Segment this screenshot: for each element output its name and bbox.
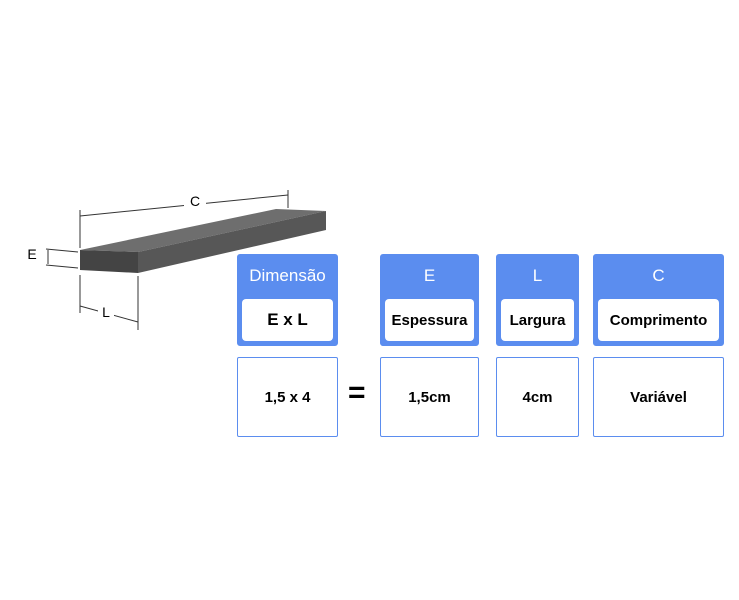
value-comprimento: Variável	[593, 357, 724, 437]
value-largura: 4cm	[496, 357, 579, 437]
c-dimension-label: C	[190, 193, 200, 209]
equals-sign: =	[348, 376, 366, 409]
board-front-face	[80, 250, 138, 273]
header-largura-label: Largura	[501, 299, 574, 341]
header-comprimento: C Comprimento	[593, 254, 724, 346]
board-side-face	[138, 211, 326, 273]
header-comprimento-label: Comprimento	[598, 299, 719, 341]
value-espessura: 1,5cm	[380, 357, 479, 437]
header-espessura-letter: E	[423, 266, 436, 285]
header-espessura-label: Espessura	[385, 299, 474, 341]
header-dimension-formula: E x L	[242, 299, 333, 341]
e-dimension-label: E	[27, 246, 36, 262]
header-largura-letter: L	[532, 266, 543, 285]
e-ext-top	[45, 248, 79, 253]
value-dimension: 1,5 x 4	[237, 357, 338, 437]
header-largura: L Largura	[496, 254, 579, 346]
e-ext-bottom	[45, 264, 79, 269]
header-dimension: Dimensão E x L	[237, 254, 338, 346]
header-dimension-title: Dimensão	[249, 266, 326, 285]
board-top-face	[80, 209, 326, 252]
header-comprimento-letter: C	[652, 266, 665, 285]
header-espessura: E Espessura	[380, 254, 479, 346]
l-dimension-label: L	[102, 304, 110, 320]
